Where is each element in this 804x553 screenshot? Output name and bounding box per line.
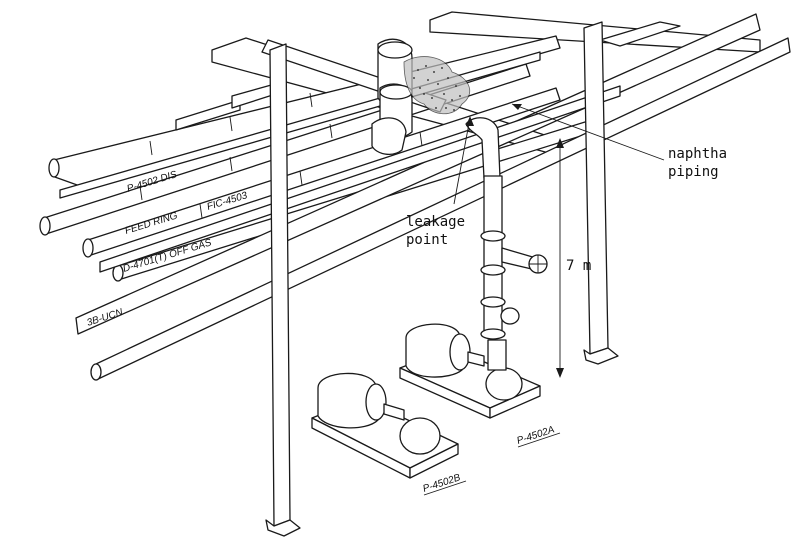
leakage-label-line2: point [406,232,448,248]
pipe-loops [371,38,413,156]
naphtha-leader [511,103,665,161]
left-column [265,43,301,537]
pump-b [311,372,459,479]
vertical-pipe [480,175,548,340]
leakage-label-line1: leakage [406,214,465,230]
naphtha-label-line1: naphtha [668,146,727,162]
label-pump-a: P-4502A [516,424,557,447]
label-pump-b: P-4502B [422,472,463,495]
right-column [583,21,619,365]
height-label: 7 m [566,258,591,274]
height-dimension [556,138,564,378]
naphtha-label-line2: piping [668,164,719,180]
leak-plume [403,56,471,115]
pump-a [399,323,541,419]
leakage-leader [453,116,474,205]
